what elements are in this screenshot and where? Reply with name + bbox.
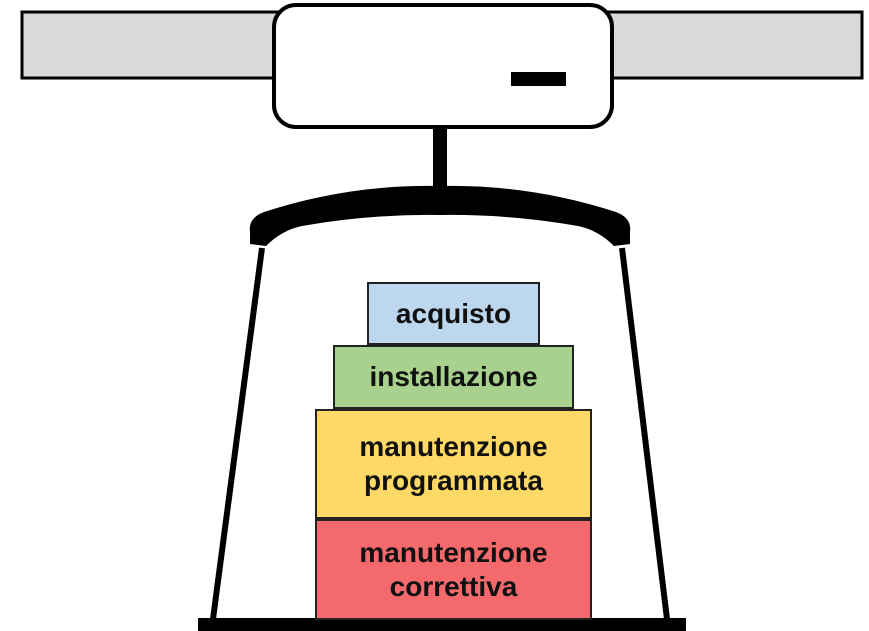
basket-right-side bbox=[619, 247, 670, 620]
scale-hook bbox=[249, 185, 631, 246]
scale-rod bbox=[433, 127, 447, 193]
block-installazione: installazione bbox=[333, 345, 574, 409]
basket-left-side bbox=[210, 247, 265, 620]
minus-indicator-icon bbox=[511, 72, 566, 86]
block-acquisto-label: acquisto bbox=[395, 297, 512, 329]
block-manutenzione-correttiva: manutenzione correttiva bbox=[315, 519, 592, 620]
block-manutenzione-programmata-label: manutenzione programmata bbox=[359, 431, 548, 496]
block-manutenzione-correttiva-label: manutenzione correttiva bbox=[359, 536, 548, 602]
basket-base bbox=[198, 618, 686, 631]
block-installazione-label: installazione bbox=[369, 361, 538, 393]
block-acquisto: acquisto bbox=[367, 282, 540, 345]
block-manutenzione-programmata: manutenzione programmata bbox=[315, 409, 592, 519]
scale-head bbox=[272, 3, 614, 129]
